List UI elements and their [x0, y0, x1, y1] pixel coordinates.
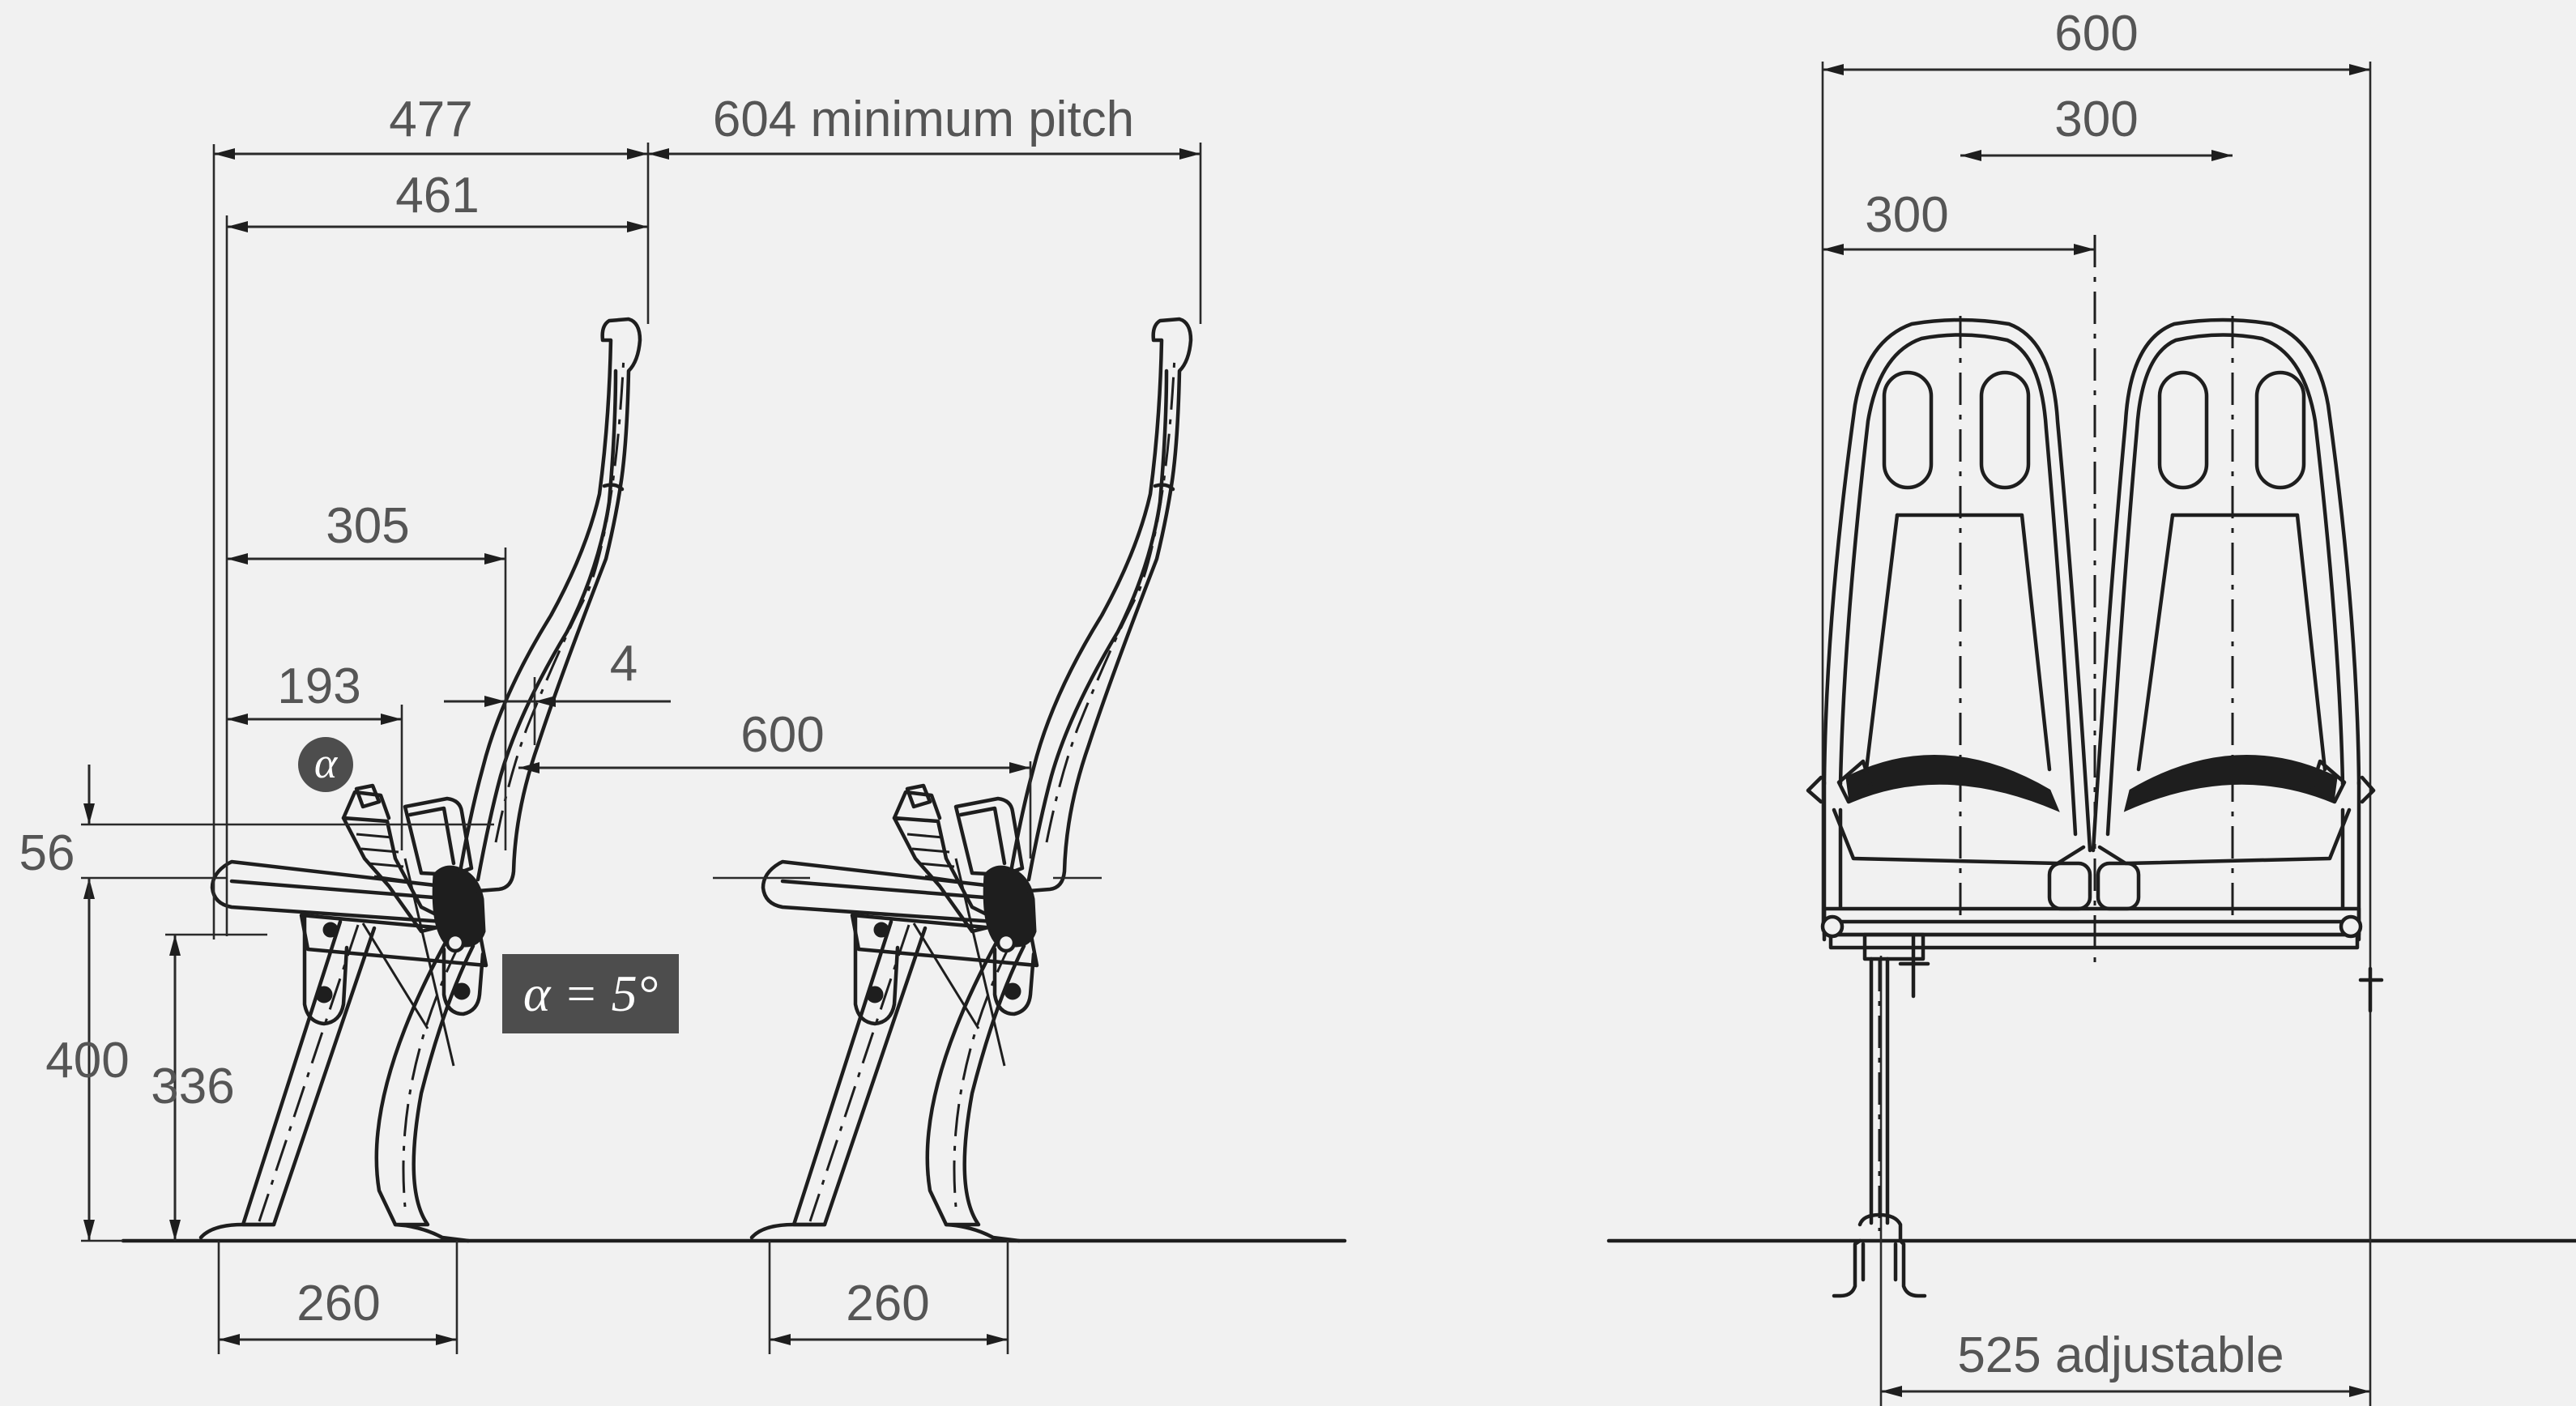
support-post — [1832, 932, 2384, 1298]
dim-4: 4 — [444, 636, 671, 707]
dim-336: 336 — [151, 935, 235, 1241]
svg-text:461: 461 — [395, 168, 479, 224]
svg-text:305: 305 — [326, 498, 409, 554]
front-view: 600 300 300 525 adjustable — [1606, 6, 2576, 1406]
alpha-marker: α — [298, 737, 353, 792]
seat-side-rear — [752, 319, 1191, 1241]
dim-461: 461 — [227, 168, 648, 232]
dim-260-rear: 260 — [770, 1276, 1008, 1345]
svg-text:4: 4 — [610, 636, 638, 692]
dim-477: 477 — [214, 92, 648, 160]
svg-text:600: 600 — [740, 707, 824, 763]
seat-front-left — [1822, 317, 2092, 911]
svg-text:α = 5°: α = 5° — [523, 965, 658, 1022]
dim-305: 305 — [227, 498, 505, 565]
seat-front-right — [2091, 317, 2361, 911]
dim-300-left: 300 — [1823, 187, 2095, 255]
svg-text:336: 336 — [151, 1059, 234, 1114]
side-view: 477 604 minimum pitch 461 305 19 — [19, 92, 1347, 1354]
dim-600-side: 600 — [518, 707, 1030, 773]
svg-text:56: 56 — [19, 825, 75, 881]
seat-side-front — [201, 319, 640, 1241]
svg-text:600: 600 — [2054, 6, 2138, 62]
svg-text:604 minimum pitch: 604 minimum pitch — [713, 92, 1134, 147]
dim-400: 400 — [45, 878, 130, 1241]
dim-525-adjustable: 525 adjustable — [1881, 1327, 2370, 1397]
angle-label-box: α = 5° — [502, 954, 679, 1033]
svg-text:260: 260 — [846, 1276, 929, 1331]
dim-300-right: 300 — [1960, 92, 2233, 161]
dim-193: 193 — [227, 658, 402, 725]
svg-text:400: 400 — [45, 1033, 129, 1089]
svg-text:525 adjustable: 525 adjustable — [1957, 1327, 2284, 1383]
svg-text:300: 300 — [2054, 92, 2138, 147]
dim-pitch: 604 minimum pitch — [648, 92, 1201, 160]
svg-text:α: α — [314, 739, 339, 787]
dim-260-front: 260 — [219, 1276, 457, 1345]
svg-text:300: 300 — [1865, 187, 1948, 243]
svg-text:260: 260 — [296, 1276, 380, 1331]
dim-600-front: 600 — [1823, 6, 2370, 75]
dim-56: 56 — [19, 765, 95, 907]
svg-text:193: 193 — [277, 658, 360, 714]
svg-text:477: 477 — [389, 92, 472, 147]
